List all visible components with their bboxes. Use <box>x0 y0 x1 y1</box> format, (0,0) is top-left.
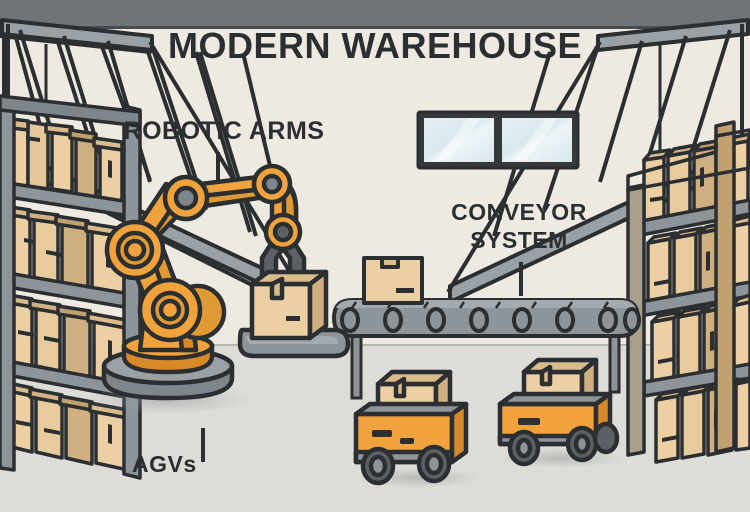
warehouse-illustration: ROBOTIC ARMS CONVEYOR SYSTEM AGVs MODERN… <box>0 0 750 512</box>
scene-canvas: ROBOTIC ARMS CONVEYOR SYSTEM AGVs MODERN… <box>0 0 750 512</box>
paper-grain <box>0 0 750 512</box>
